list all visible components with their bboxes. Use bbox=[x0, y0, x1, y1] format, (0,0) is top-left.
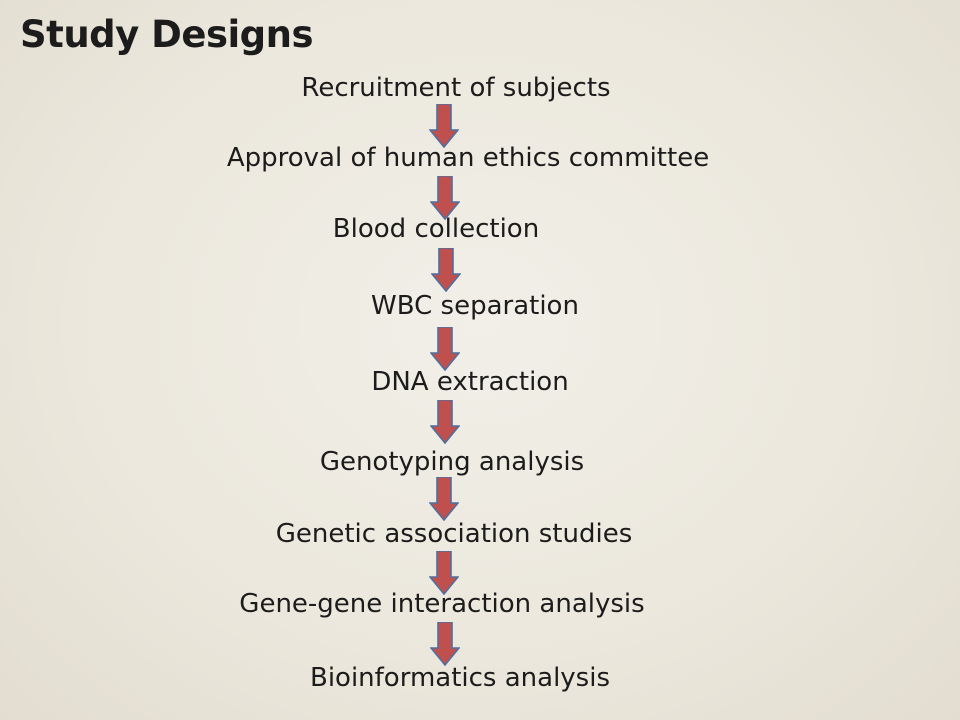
down-arrow-icon bbox=[429, 551, 459, 595]
step-blood-collection: Blood collection bbox=[332, 214, 540, 244]
step-gene-gene-interaction: Gene-gene interaction analysis bbox=[239, 589, 645, 619]
down-arrow-icon bbox=[430, 400, 460, 444]
down-arrow-icon bbox=[431, 248, 461, 292]
step-recruitment: Recruitment of subjects bbox=[301, 73, 611, 103]
step-wbc-separation: WBC separation bbox=[371, 291, 579, 321]
step-ethics-approval: Approval of human ethics committee bbox=[226, 143, 710, 173]
down-arrow-icon bbox=[430, 176, 460, 220]
down-arrow-icon bbox=[429, 104, 459, 148]
step-dna-extraction: DNA extraction bbox=[371, 367, 569, 397]
step-bioinformatics: Bioinformatics analysis bbox=[309, 663, 610, 693]
step-genotyping-analysis: Genotyping analysis bbox=[319, 447, 585, 477]
down-arrow-icon bbox=[430, 327, 460, 371]
slide-title: Study Designs bbox=[20, 13, 314, 56]
down-arrow-icon bbox=[429, 477, 459, 521]
down-arrow-icon bbox=[430, 622, 460, 666]
step-genetic-association: Genetic association studies bbox=[275, 519, 633, 549]
